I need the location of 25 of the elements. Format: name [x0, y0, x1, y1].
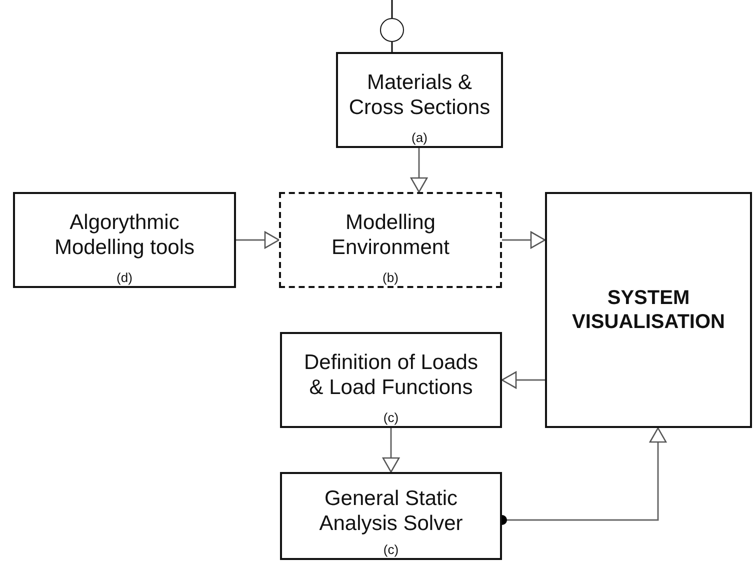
process-box: [280, 472, 502, 560]
arrow: [410, 148, 428, 193]
box-label: Modelling Environment: [330, 210, 450, 260]
arrow: [501, 371, 545, 389]
box-label: Definition of Loads & Load Functions: [303, 350, 479, 400]
process-box: [279, 192, 502, 288]
section-tag: (a): [412, 130, 428, 145]
section-tag: (b): [382, 270, 398, 285]
box-label: SYSTEM VISUALISATION: [571, 286, 726, 334]
box-label: General Static Analysis Solver: [318, 486, 464, 536]
process-box: [545, 192, 752, 428]
arrow: [502, 231, 546, 249]
connector-circle: [380, 18, 404, 42]
arrow: [236, 231, 280, 249]
box-label: Materials & Cross Sections: [348, 70, 492, 120]
connector-line: [391, 0, 393, 18]
process-box: [336, 52, 503, 148]
section-tag: (c): [383, 410, 399, 425]
arrow: [382, 428, 400, 473]
process-box: [280, 332, 502, 428]
process-box: [13, 192, 236, 288]
section-tag: (d): [116, 270, 132, 285]
connector-line: [391, 42, 393, 52]
box-label: Algorythmic Modelling tools: [53, 210, 196, 260]
section-tag: (c): [383, 542, 399, 557]
